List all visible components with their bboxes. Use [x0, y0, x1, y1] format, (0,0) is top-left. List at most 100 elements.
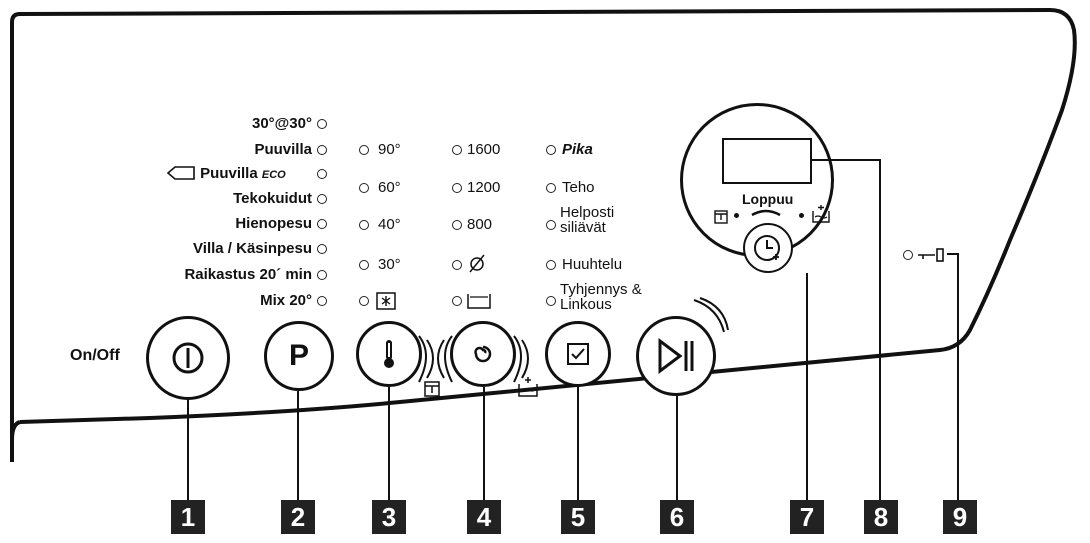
temp-30: 30°: [378, 256, 401, 273]
display-indicator-arc: [751, 209, 781, 217]
option-pika: Pika: [562, 141, 593, 158]
programme-led-8: [317, 296, 327, 306]
callout-line-4: [483, 387, 485, 500]
onoff-label: On/Off: [70, 347, 120, 364]
callout-line-1: [187, 398, 189, 500]
programme-led-4: [317, 194, 327, 204]
delay-start-button[interactable]: [743, 223, 793, 273]
option-led-tyhjennys: [546, 296, 556, 306]
programme-label-3: Puuvilla ECO: [166, 165, 286, 184]
callout-3: 3: [372, 500, 406, 534]
start-pause-button[interactable]: [636, 316, 716, 396]
option-tyhjennys-1: Tyhjennys &: [560, 281, 642, 298]
temperature-button[interactable]: [356, 321, 422, 387]
programme-eco-word: Puuvilla: [200, 165, 258, 182]
option-helposti-2: siliävät: [560, 219, 606, 236]
programme-label-8: Mix 20°: [260, 292, 312, 309]
spin-button-arc-right: [513, 335, 529, 383]
callout-1: 1: [171, 500, 205, 534]
child-lock-led: [903, 250, 913, 260]
programme-label-7: Raikastus 20´ min: [184, 266, 312, 283]
programme-label-5: Hienopesu: [235, 215, 312, 232]
no-spin-icon: [469, 254, 485, 273]
spin-led-1600: [452, 145, 462, 155]
temp-led-30: [359, 260, 369, 270]
spin-led-nospin: [452, 260, 462, 270]
spin-1600: 1600: [467, 141, 501, 158]
callout-line-8: [812, 159, 881, 500]
start-button-arc: [693, 297, 729, 333]
eco-tag: ECO: [261, 169, 286, 181]
options-button[interactable]: [545, 321, 611, 387]
callout-line-5: [577, 387, 579, 500]
option-led-pika: [546, 145, 556, 155]
programme-button-label: P: [288, 339, 309, 372]
cold-wash-icon: [376, 292, 396, 310]
programme-led-2: [317, 145, 327, 155]
spin-1200: 1200: [467, 179, 501, 196]
programme-led-5: [317, 219, 327, 229]
spin-icon: [474, 345, 492, 363]
extra-rinse-display-icon: [812, 205, 830, 223]
display-dot-left: [734, 213, 739, 218]
temp-60: 60°: [378, 179, 401, 196]
onoff-button[interactable]: [146, 316, 230, 400]
temp-90: 90°: [378, 141, 401, 158]
callout-line-7: [806, 273, 808, 500]
pre-wash-tag-icon: [166, 166, 195, 180]
callout-line-3: [388, 387, 390, 500]
programme-led-7: [317, 270, 327, 280]
option-led-teho: [546, 183, 556, 193]
spin-button-arc-left: [437, 335, 453, 383]
spin-led-1200: [452, 183, 462, 193]
temp-40: 40°: [378, 216, 401, 233]
option-tyhjennys-2: Linkous: [560, 296, 612, 313]
option-teho: Teho: [562, 179, 595, 196]
spin-led-rinsehold: [452, 296, 462, 306]
power-icon: [172, 342, 204, 374]
temp-led-cold: [359, 296, 369, 306]
checkbox-icon: [567, 343, 589, 365]
programme-led-6: [317, 244, 327, 254]
option-led-huuhtelu: [546, 260, 556, 270]
play-pause-icon: [658, 338, 694, 374]
extra-rinse-icon: [518, 377, 538, 397]
option-led-helposti: [546, 220, 556, 230]
display-dot-right: [799, 213, 804, 218]
programme-led-1: [317, 119, 327, 129]
temp-led-60: [359, 183, 369, 193]
option-huuhtelu: Huuhtelu: [562, 256, 623, 273]
programme-label-2: Puuvilla: [254, 141, 312, 158]
callout-line-2: [297, 391, 299, 500]
thermometer-icon: [384, 340, 394, 368]
clock-icon: [754, 235, 780, 261]
callout-6: 6: [660, 500, 694, 534]
programme-led-3: [317, 169, 327, 179]
callout-8: 8: [864, 500, 898, 534]
temp-led-40: [359, 220, 369, 230]
display-screen: [722, 138, 812, 184]
rinse-hold-icon: [467, 294, 491, 309]
spin-led-800: [452, 220, 462, 230]
programme-button[interactable]: P: [264, 321, 334, 391]
programme-label-1: 30°@30°: [252, 115, 312, 132]
programme-label-4: Tekokuidut: [233, 190, 312, 207]
callout-9: 9: [943, 500, 977, 534]
programme-label-6: Villa / Käsinpesu: [193, 240, 312, 257]
temp-led-90: [359, 145, 369, 155]
callout-2: 2: [281, 500, 315, 534]
callout-7: 7: [790, 500, 824, 534]
prewash-icon: [424, 381, 440, 397]
callout-4: 4: [467, 500, 501, 534]
display-label: Loppuu: [742, 191, 794, 207]
temperature-button-arc: [418, 335, 434, 383]
spin-800: 800: [467, 216, 493, 233]
prewash-display-icon: [714, 210, 728, 224]
key-lock-icon: [918, 248, 944, 262]
callout-5: 5: [561, 500, 595, 534]
spin-button[interactable]: [450, 321, 516, 387]
callout-line-6: [676, 396, 678, 500]
callout-line-9: [947, 253, 959, 500]
